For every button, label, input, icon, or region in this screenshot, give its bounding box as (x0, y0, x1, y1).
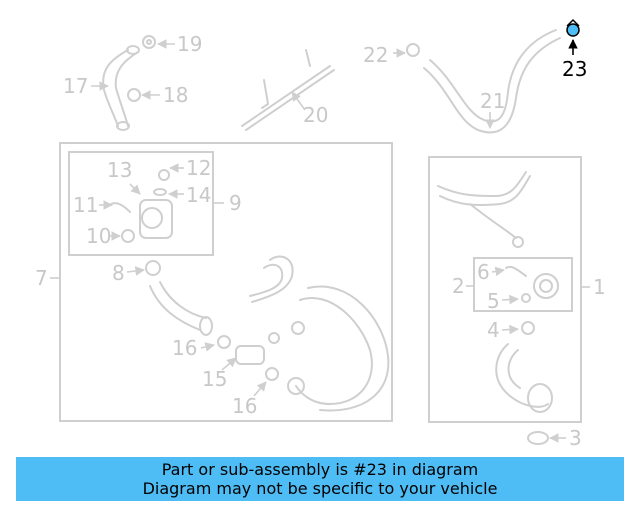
clamp-part-22 (406, 43, 420, 57)
hose-part-21 (423, 29, 561, 134)
callout-9: 9 (229, 191, 242, 215)
callout-12: 12 (186, 156, 211, 180)
hose-large (287, 285, 390, 412)
callout-23: 23 (562, 57, 587, 81)
hose-lower-right (495, 343, 553, 413)
info-banner: Part or sub-assembly is #23 in diagram D… (16, 457, 624, 501)
subassembly-box-2 (473, 257, 573, 312)
callout-6: 6 (477, 260, 490, 284)
clamp-part-4 (521, 321, 535, 335)
banner-line-disclaimer: Diagram may not be specific to your vehi… (142, 479, 498, 498)
assembly-box-1 (428, 156, 582, 423)
hose-part-17 (102, 45, 140, 131)
outlet-housing (505, 266, 559, 303)
callout-20: 20 (303, 103, 328, 127)
bracket-part-20 (241, 49, 335, 131)
thermostat-housing (109, 169, 173, 243)
callout-16-upper: 16 (172, 336, 197, 360)
assembly-box-7 (59, 142, 393, 422)
callout-18: 18 (163, 83, 188, 107)
clamp-part-16 (217, 321, 305, 381)
clamp-part-3 (527, 431, 549, 445)
clamp-part-23-highlighted (566, 18, 580, 37)
clamp-part-18 (127, 88, 141, 102)
callout-21: 21 (480, 89, 505, 113)
callout-13: 13 (107, 158, 132, 182)
callout-2: 2 (452, 274, 465, 298)
callout-22: 22 (363, 43, 388, 67)
callout-7: 7 (35, 266, 48, 290)
banner-line-part: Part or sub-assembly is #23 in diagram (161, 460, 479, 479)
callout-8: 8 (112, 261, 125, 285)
callout-4: 4 (487, 318, 500, 342)
callout-1: 1 (593, 275, 606, 299)
callout-14: 14 (186, 183, 211, 207)
clamp-part-19 (142, 35, 156, 49)
callout-5: 5 (487, 289, 500, 313)
callout-10: 10 (86, 224, 111, 248)
callout-17: 17 (63, 74, 88, 98)
callout-16-lower: 16 (232, 394, 257, 418)
hose-lower-left (149, 281, 213, 336)
connector-part-15 (235, 345, 265, 365)
callout-15: 15 (202, 367, 227, 391)
pipe-upper-right (437, 171, 531, 248)
callout-11: 11 (73, 193, 98, 217)
hose-s-curve (249, 255, 294, 303)
callout-3: 3 (569, 426, 582, 450)
clamp-part-8 (145, 260, 161, 276)
callout-19: 19 (177, 32, 202, 56)
